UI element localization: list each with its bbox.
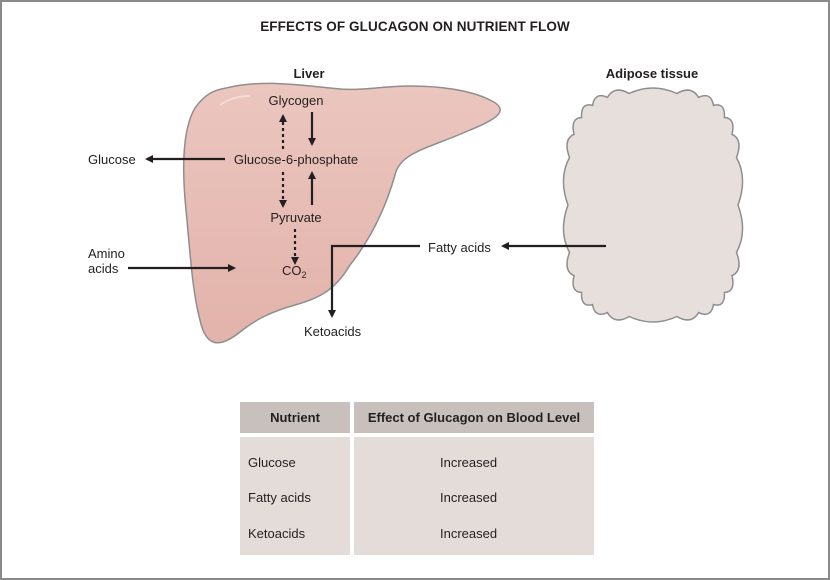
liver-highlight — [219, 95, 251, 106]
adipose-shape — [562, 87, 744, 323]
node-pyruvate: Pyruvate — [270, 210, 321, 225]
table-column-effect — [354, 437, 594, 555]
node-amino-acids-line1: Amino — [88, 246, 125, 261]
node-glucose-6-phosphate: Glucose-6-phosphate — [234, 152, 358, 167]
node-glucose: Glucose — [88, 152, 136, 167]
liver-shape — [182, 82, 501, 344]
node-amino-acids-line2: acids — [88, 261, 119, 276]
glucagon-effects-table: Nutrient Effect of Glucagon on Blood Lev… — [240, 402, 594, 555]
table-cell-nutrient: Ketoacids — [248, 526, 306, 541]
adipose-outline — [562, 87, 744, 323]
table-header-nutrient: Nutrient — [240, 402, 350, 433]
figure-title: EFFECTS OF GLUCAGON ON NUTRIENT FLOW — [260, 19, 570, 34]
node-glycogen: Glycogen — [269, 93, 324, 108]
table-cell-effect: Increased — [440, 526, 498, 541]
liver-label: Liver — [293, 66, 324, 81]
table-cell-effect: Increased — [440, 455, 498, 470]
node-ketoacids: Ketoacids — [304, 324, 362, 339]
adipose-label: Adipose tissue — [606, 66, 698, 81]
node-co2: CO2 — [282, 263, 307, 280]
table-column-nutrient — [240, 437, 350, 555]
table-cell-effect: Increased — [440, 490, 498, 505]
arrow-fatty-acids-to-ketoacids — [328, 244, 420, 318]
table-header-effect: Effect of Glucagon on Blood Level — [354, 402, 594, 433]
table-cell-nutrient: Glucose — [248, 455, 296, 470]
node-fatty-acids: Fatty acids — [428, 240, 491, 255]
table-cell-nutrient: Fatty acids — [248, 490, 311, 505]
